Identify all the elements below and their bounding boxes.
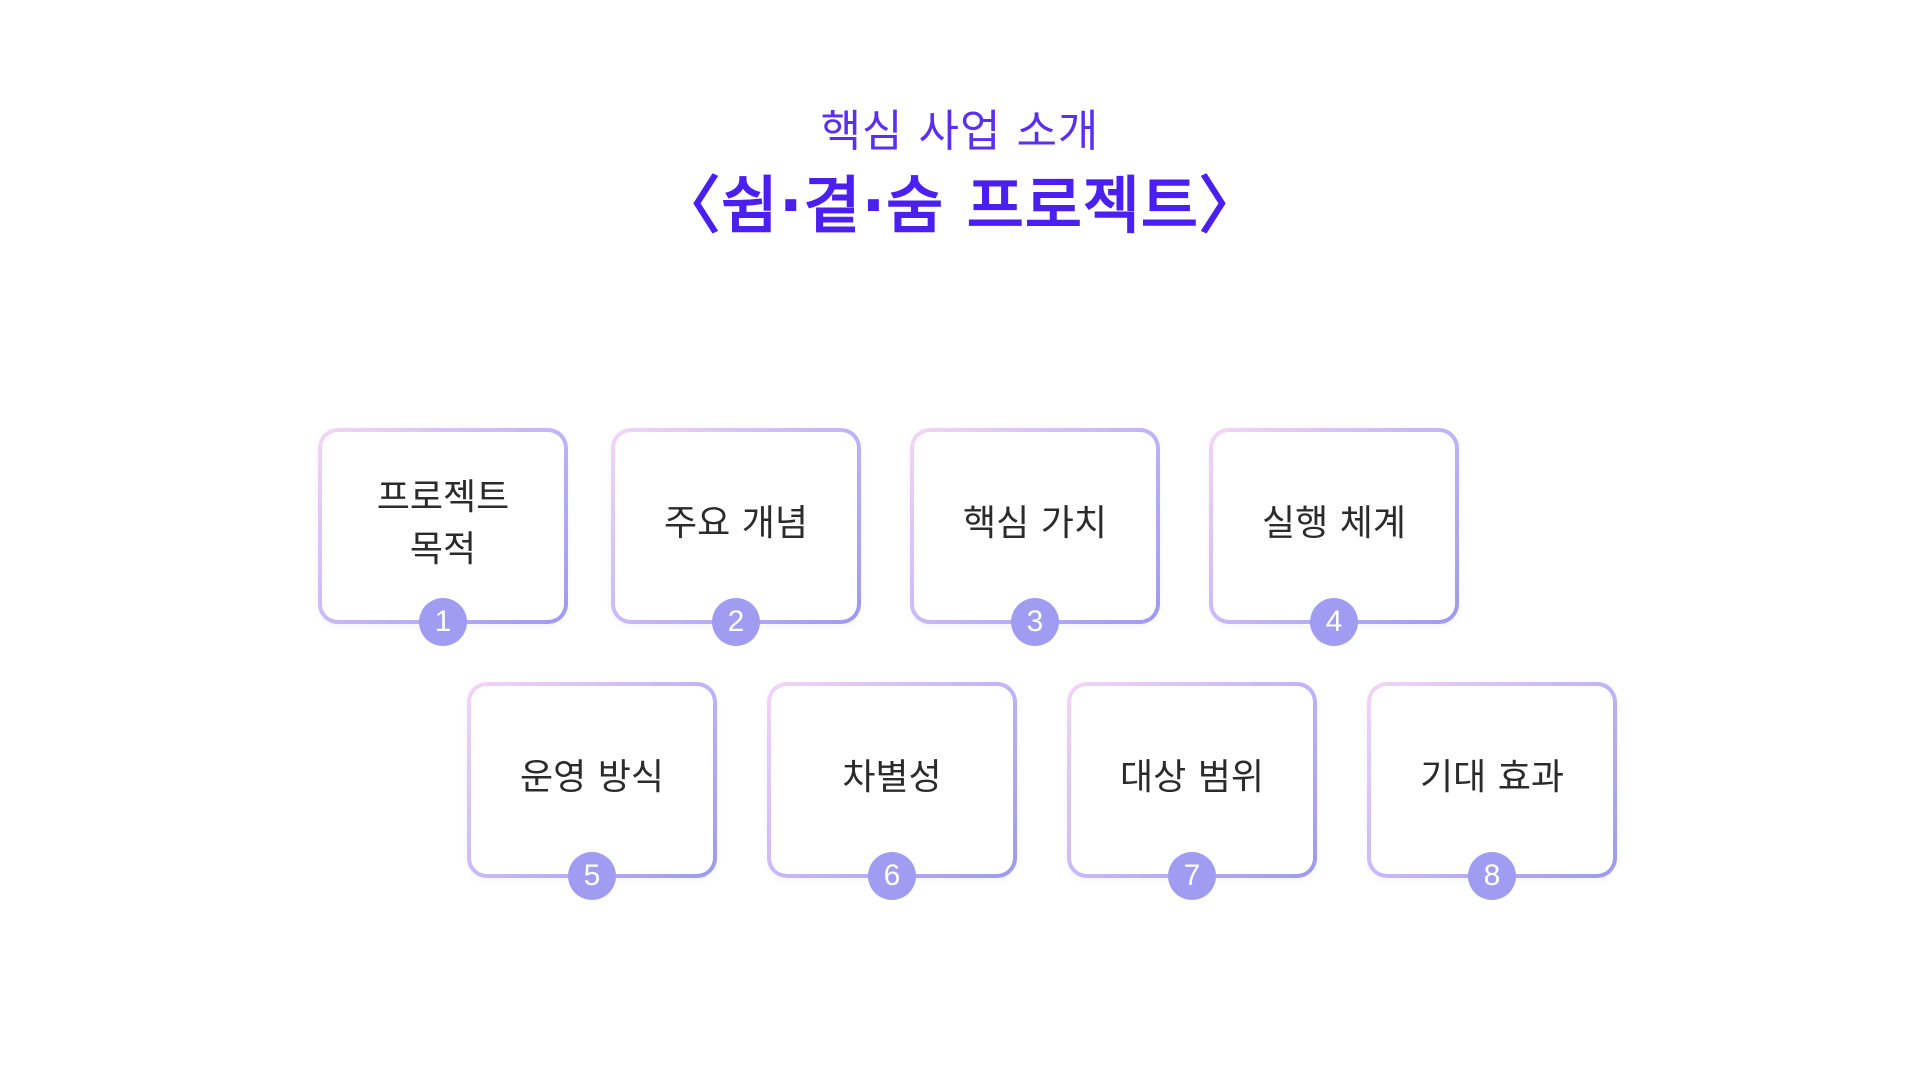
card-execution-system[interactable]: 실행 체계 4	[1209, 428, 1459, 646]
card-target-scope[interactable]: 대상 범위 7	[1067, 682, 1317, 900]
number-badge: 6	[868, 852, 916, 900]
number-badge: 4	[1310, 598, 1358, 646]
card-label: 기대 효과	[1420, 757, 1564, 798]
number-badge: 3	[1011, 598, 1059, 646]
card-main-concept[interactable]: 주요 개념 2	[611, 428, 861, 646]
number-badge: 7	[1168, 852, 1216, 900]
header: 핵심 사업 소개 〈쉼·곁·숨 프로젝트〉	[0, 104, 1920, 244]
card-core-value[interactable]: 핵심 가치 3	[910, 428, 1160, 646]
card-operation-method[interactable]: 운영 방식 5	[467, 682, 717, 900]
card-label: 대상 범위	[1120, 757, 1264, 798]
card-project-purpose[interactable]: 프로젝트 목적 1	[318, 428, 568, 646]
card-differentiation[interactable]: 차별성 6	[767, 682, 1017, 900]
card-label: 실행 체계	[1262, 503, 1406, 544]
number-badge: 1	[419, 598, 467, 646]
number-badge: 8	[1468, 852, 1516, 900]
card-label: 프로젝트 목적	[376, 477, 510, 570]
page-subtitle: 핵심 사업 소개	[820, 106, 1100, 157]
number-badge: 5	[568, 852, 616, 900]
number-badge: 2	[712, 598, 760, 646]
page-title: 〈쉼·곁·숨 프로젝트〉	[658, 169, 1262, 242]
card-label: 주요 개념	[664, 503, 808, 544]
card-label: 차별성	[842, 757, 942, 798]
card-label: 핵심 가치	[963, 503, 1107, 544]
card-label: 운영 방식	[520, 757, 664, 798]
card-expected-effect[interactable]: 기대 효과 8	[1367, 682, 1617, 900]
